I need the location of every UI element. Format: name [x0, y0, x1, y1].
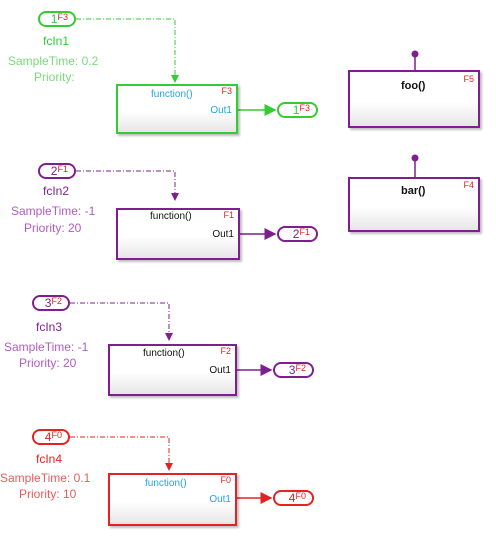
output-port-2[interactable]: 2F1 [277, 226, 318, 242]
function-block-bar-title: bar() [401, 185, 426, 197]
trigger-line-3 [70, 302, 173, 341]
trigger-line-1 [76, 18, 179, 83]
subsystem-4-out-label: Out1 [209, 494, 231, 505]
function-block-foo[interactable]: foo() F5 [348, 70, 480, 128]
input-port-4[interactable]: 4F0 [32, 429, 70, 445]
output-port-1[interactable]: 1F3 [277, 102, 318, 118]
output-port-4-tag: F0 [295, 491, 306, 501]
input-port-1-number: 1 [50, 12, 58, 26]
function-block-bar[interactable]: bar() F4 [348, 177, 480, 232]
input-port-1-priority: Priority: [34, 70, 75, 84]
output-port-4[interactable]: 4F0 [273, 490, 314, 506]
input-port-2-tag: F1 [57, 164, 68, 174]
subsystem-1-trigger-label: function() [151, 89, 193, 100]
subsystem-1-out-label: Out1 [210, 105, 232, 116]
input-port-2-number: 2 [50, 164, 58, 178]
input-port-4-priority: Priority: 10 [19, 487, 77, 501]
input-port-4-tag: F0 [51, 430, 62, 440]
subsystem-1[interactable]: function() F3 Out1 [116, 84, 238, 134]
input-port-3-sampletime: SampleTime: -1 [4, 340, 89, 354]
output-port-3[interactable]: 3F2 [273, 362, 314, 378]
input-port-1-sampletime: SampleTime: 0.2 [8, 54, 99, 68]
foo-trigger-dot [411, 50, 419, 58]
input-port-2-sampletime: SampleTime: -1 [11, 204, 96, 218]
subsystem-3[interactable]: function() F2 Out1 [108, 344, 237, 396]
input-port-2-priority: Priority: 20 [24, 221, 82, 235]
input-port-2[interactable]: 2F1 [38, 163, 76, 179]
subsystem-2[interactable]: function() F1 Out1 [116, 208, 240, 260]
input-port-1-name: fcIn1 [43, 34, 70, 48]
output-port-3-number: 3 [288, 363, 296, 377]
input-port-3-name: fcIn3 [36, 320, 63, 334]
output-port-1-number: 1 [292, 103, 300, 117]
input-port-3[interactable]: 3F2 [32, 295, 70, 311]
function-block-foo-tag: F5 [463, 74, 474, 84]
input-port-4-number: 4 [44, 430, 52, 444]
subsystem-3-out-label: Out1 [209, 365, 231, 376]
subsystem-2-tag: F1 [223, 210, 234, 220]
input-port-3-number: 3 [44, 296, 52, 310]
bar-trigger-dot [411, 154, 419, 162]
function-block-foo-title: foo() [401, 80, 426, 92]
subsystem-4[interactable]: function() F0 Out1 [108, 473, 237, 526]
input-port-3-priority: Priority: 20 [19, 356, 77, 370]
function-block-bar-tag: F4 [463, 180, 474, 190]
subsystem-3-trigger-label: function() [143, 348, 185, 359]
input-port-4-name: fcIn4 [36, 452, 63, 466]
output-port-4-number: 4 [288, 491, 296, 505]
input-port-1[interactable]: 1F3 [38, 11, 76, 27]
subsystem-4-trigger-label: function() [145, 478, 187, 489]
subsystem-2-trigger-label: function() [150, 211, 192, 222]
input-port-4-sampletime: SampleTime: 0.1 [0, 471, 91, 485]
input-port-2-name: fcIn2 [43, 184, 70, 198]
subsystem-1-tag: F3 [221, 86, 232, 96]
output-port-2-tag: F1 [299, 227, 310, 237]
subsystem-4-tag: F0 [220, 475, 231, 485]
trigger-line-2 [76, 170, 179, 201]
output-port-1-tag: F3 [299, 103, 310, 113]
input-port-1-tag: F3 [57, 12, 68, 22]
trigger-line-4 [70, 436, 173, 471]
input-port-3-tag: F2 [51, 296, 62, 306]
output-port-3-tag: F2 [295, 363, 306, 373]
output-port-2-number: 2 [292, 227, 300, 241]
subsystem-2-out-label: Out1 [212, 229, 234, 240]
subsystem-3-tag: F2 [220, 346, 231, 356]
